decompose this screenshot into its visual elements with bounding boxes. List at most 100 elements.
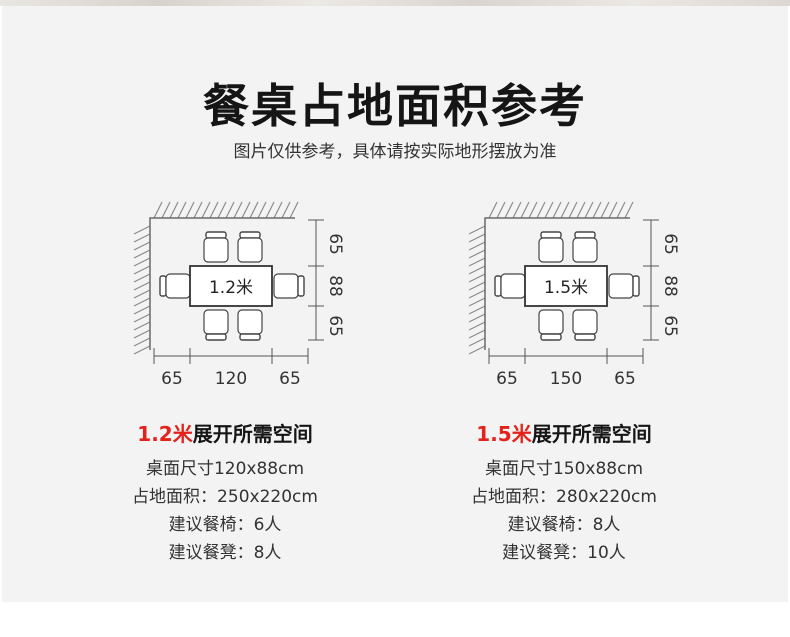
hatch-mark [133,281,151,291]
hatch-mark [552,201,562,219]
hatch-mark [133,321,151,331]
hatch-mark [616,201,626,219]
table-size-label: 1.5米 [544,278,588,298]
chair-top-1 [538,231,564,263]
heading-size: 1.5米 [476,422,532,446]
hatch-mark [281,201,291,219]
chair-top-2 [237,231,263,263]
hatch-mark [273,201,283,219]
chair-right [273,273,305,299]
hatch-mark [496,201,506,219]
info-block-2: 1.5米展开所需空间 桌面尺寸150x88cm 占地面积：280x220cm 建… [404,418,724,567]
bottom-dim-3: 65 [279,369,301,389]
hatch-mark [177,201,187,219]
heading-size: 1.2米 [137,422,193,446]
info-heading: 1.2米展开所需空间 [65,418,385,447]
side-dim-2: 88 [660,275,680,297]
hatch-mark [257,201,267,219]
hatch-mark [468,305,486,315]
bottom-dim-1: 65 [496,369,518,389]
hatch-mark [468,225,486,235]
chair-left [159,273,191,299]
info-row-area: 占地面积：250x220cm [132,487,318,507]
hatch-mark [133,273,151,283]
table-outline [189,265,273,307]
info-heading: 1.5米展开所需空间 [404,418,724,447]
info-row-stools: 建议餐凳：8人 [168,543,282,563]
page-subtitle: 图片仅供参考，具体请按实际地形摆放为准 [233,142,557,162]
heading-text: 展开所需空间 [192,422,313,446]
hatch-mark [133,305,151,315]
hatch-mark [468,281,486,291]
hatch-mark [584,201,594,219]
info-row-area: 占地面积：280x220cm [471,487,657,507]
hatch-mark [209,201,219,219]
hatch-mark [504,201,514,219]
page-title: 餐桌占地面积参考 [203,79,587,133]
chair-right [608,273,640,299]
content-panel [2,0,788,602]
bottom-dim-2: 150 [550,369,582,389]
hatch-mark [520,201,530,219]
hatch-mark [468,257,486,267]
hatch-mark [544,201,554,219]
hatch-mark [568,201,578,219]
hatch-mark [468,297,486,307]
side-dim-2: 88 [325,275,345,297]
table-outline [524,265,608,307]
hatch-mark [201,201,211,219]
hatch-mark [233,201,243,219]
hatch-mark [512,201,522,219]
chair-bottom-2 [237,309,263,341]
chair-top-2 [572,231,598,263]
hatch-mark [468,289,486,299]
hatch-mark [488,201,498,219]
hatch-mark [289,201,299,219]
side-dim-1: 65 [325,233,345,255]
chair-left [494,273,526,299]
info-row-tabletop: 桌面尺寸150x88cm [484,459,644,479]
wall-corner [149,217,295,350]
hatch-mark [169,201,179,219]
bottom-dim-1: 65 [161,369,183,389]
wall-hatch-left [468,225,486,355]
chair-top-1 [203,231,229,263]
hatch-mark [624,201,634,219]
hatch-mark [468,265,486,275]
hatch-mark [576,201,586,219]
hatch-mark [241,201,251,219]
hatch-mark [133,225,151,235]
hatch-mark [468,329,486,339]
side-dim-3: 65 [660,315,680,337]
hatch-mark [133,297,151,307]
bottom-dim-3: 65 [614,369,636,389]
chair-bottom-1 [203,309,229,341]
hatch-mark [536,201,546,219]
hatch-mark [133,265,151,275]
chair-bottom-1 [538,309,564,341]
hatch-mark [185,201,195,219]
info-row-chairs: 建议餐椅：6人 [168,515,282,535]
hatch-mark [560,201,570,219]
side-dim-3: 65 [325,315,345,337]
info-block-1: 1.2米展开所需空间 桌面尺寸120x88cm 占地面积：250x220cm 建… [65,418,385,567]
hatch-mark [133,249,151,259]
info-row-chairs: 建议餐椅：8人 [507,515,621,535]
floor-plan-1: 1.2米 65 88 65 65 120 65 [133,201,345,389]
hatch-mark [265,201,275,219]
hatch-mark [133,257,151,267]
hatch-mark [133,313,151,323]
hatch-mark [592,201,602,219]
hatch-mark [249,201,259,219]
wall-hatch-top [488,201,634,219]
hatch-mark [133,337,151,347]
hatch-mark [133,241,151,251]
wall-hatch-left [133,225,151,355]
hatch-mark [468,273,486,283]
hatch-mark [133,345,151,355]
wall-corner [484,217,630,350]
chair-bottom-2 [572,309,598,341]
hatch-mark [468,233,486,243]
floor-plan-2: 1.5米 65 88 65 65 150 65 [468,201,680,389]
hatch-mark [468,313,486,323]
